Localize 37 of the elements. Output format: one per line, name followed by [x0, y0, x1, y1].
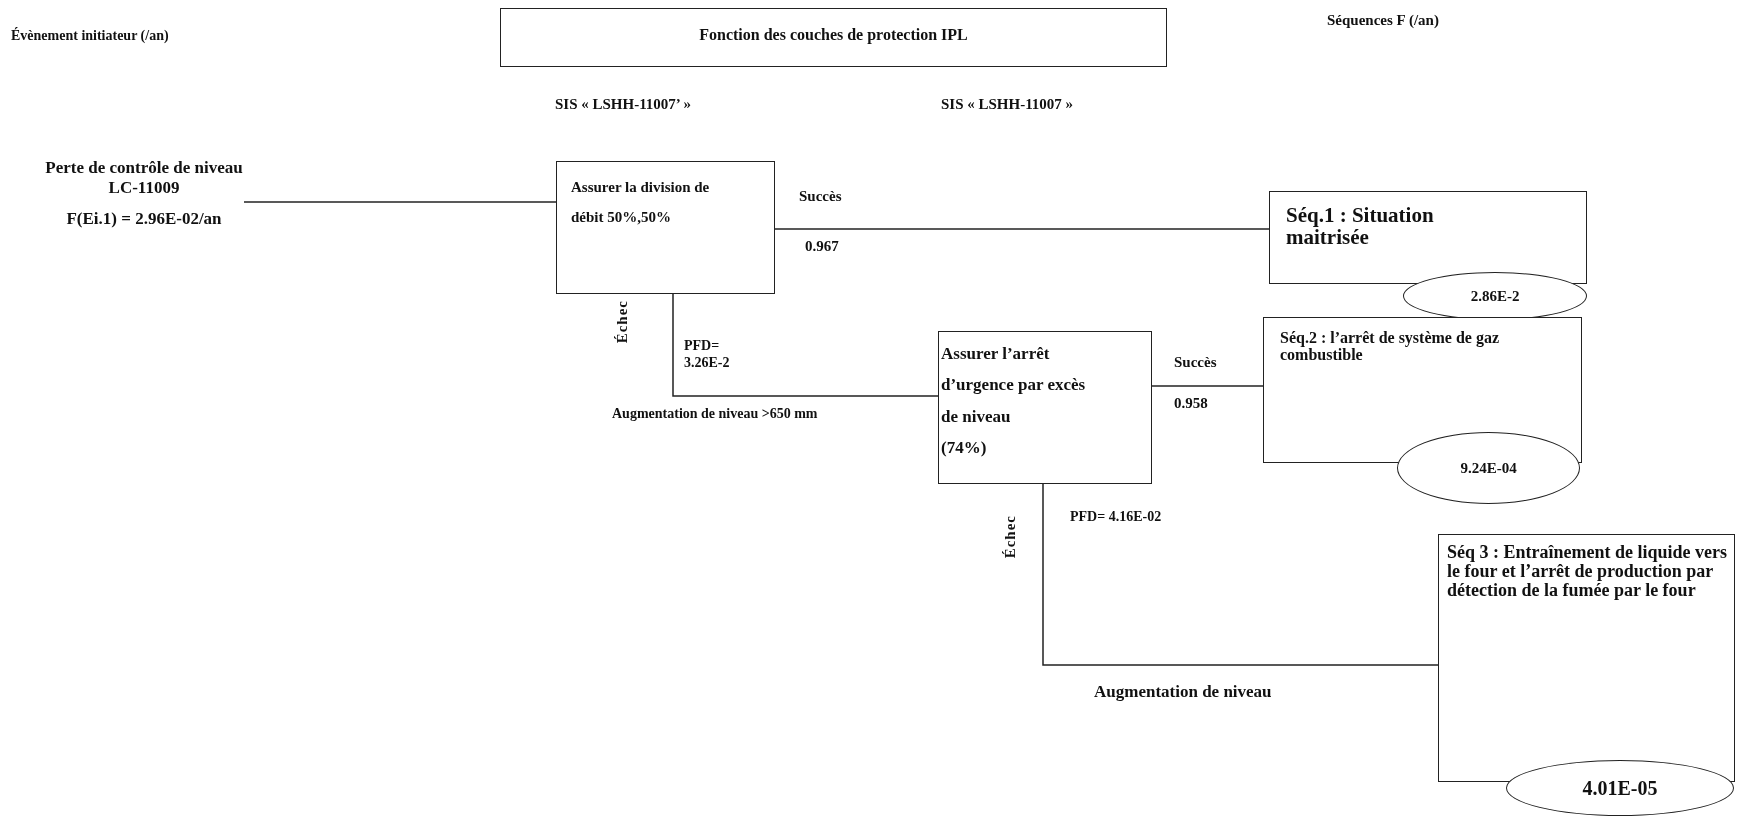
probability-value: PFD= 4.16E-02 — [1070, 509, 1162, 525]
process-box — [1438, 534, 1735, 782]
box-text: Séq 3 : Entraînement de liquide vers le four et l’arrêt de production par détection de la fumée par le four — [1447, 543, 1728, 600]
event-text: Perte de contrôle de niveau LC-11009 — [44, 158, 244, 199]
barrier-tag: SIS « LSHH-11007 » — [941, 96, 1074, 113]
process-box — [938, 331, 1152, 484]
barrier-tag: SIS « LSHH-11007’ » — [555, 96, 691, 113]
branch-note: Augmentation de niveau — [1094, 682, 1272, 702]
event-text: F(Ei.1) = 2.96E-02/an — [65, 208, 223, 230]
edge-label: Échec — [614, 300, 631, 344]
edge-label: Succès — [1174, 354, 1217, 371]
connector-line — [243, 201, 557, 203]
connector-line — [1042, 483, 1439, 666]
process-box — [1269, 191, 1587, 284]
box-text: Fonction des couches de protection IPL — [698, 25, 969, 45]
branch-note: Augmentation de niveau >650 mm — [612, 406, 818, 422]
column-heading: Séquences F (/an) — [1327, 12, 1439, 29]
box-text: Assurer l’arrêt d’urgence par excès de niveau — [941, 343, 1087, 428]
column-heading: Évènement initiateur (/an) — [11, 28, 169, 44]
box-text: Séq.2 : l’arrêt de système de gaz combustible — [1280, 330, 1501, 364]
box-text: (74%) — [941, 437, 988, 460]
frequency-value: 9.24E-04 — [1460, 459, 1517, 477]
process-box — [1263, 317, 1582, 463]
frequency-value: 2.86E-2 — [1470, 287, 1520, 305]
edge-label: Échec — [1002, 515, 1019, 559]
frequency-value: 4.01E-05 — [1582, 776, 1658, 800]
edge-label: Succès — [799, 188, 842, 205]
probability-value: 0.958 — [1174, 395, 1208, 412]
process-box — [500, 8, 1167, 67]
connector-line — [672, 293, 939, 397]
connector-line — [1151, 385, 1264, 387]
box-text: Assurer la division de débit 50%,50% — [571, 178, 711, 227]
process-box — [556, 161, 775, 294]
connector-line — [774, 228, 1270, 230]
box-text: Séq.1 : Situation maitrisée — [1286, 204, 1435, 249]
probability-value: 0.967 — [805, 238, 839, 255]
probability-value: PFD= 3.26E-2 — [684, 338, 731, 372]
